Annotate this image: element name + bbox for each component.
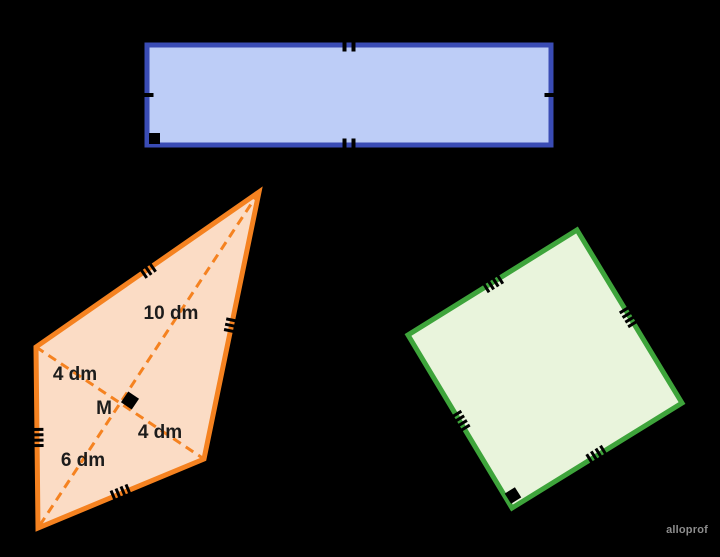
congruence-tick-mark: [124, 483, 133, 497]
congruence-tick-mark: [585, 453, 595, 467]
congruence-tick-mark: [225, 317, 240, 323]
kite-group: 10 dm 4 dm M 4 dm 6 dm: [30, 186, 263, 532]
congruence-tick-mark: [485, 277, 495, 291]
square-group: [404, 226, 686, 512]
congruence-tick-mark: [624, 314, 638, 324]
congruence-tick-mark: [223, 328, 238, 334]
right-angle-marker: [504, 487, 522, 504]
label-diagonal-segment-6dm: 6 dm: [61, 450, 105, 471]
congruence-tick-mark: [599, 444, 609, 458]
congruence-tick-mark: [449, 409, 463, 420]
label-point-m: M: [96, 398, 112, 419]
congruence-tick-mark: [627, 318, 641, 329]
congruence-tick-mark: [146, 260, 157, 273]
congruence-tick-mark: [224, 322, 239, 329]
congruence-tick-mark: [138, 266, 149, 279]
congruence-tick-mark: [594, 447, 604, 461]
label-half-diagonal-right-4dm: 4 dm: [138, 422, 182, 443]
label-half-diagonal-left-4dm: 4 dm: [53, 364, 97, 385]
blue-rectangle-shape: [144, 42, 554, 148]
congruence-tick-mark: [494, 271, 505, 285]
congruence-tick-mark: [621, 309, 635, 319]
congruence-tick-mark: [455, 419, 468, 429]
congruence-tick-mark: [590, 450, 600, 464]
congruence-tick-mark: [618, 304, 632, 315]
kite-diagonal: [36, 191, 261, 529]
congruence-tick-mark: [457, 423, 471, 434]
congruence-tick-mark: [142, 263, 153, 276]
congruence-tick-mark: [109, 490, 118, 504]
congruence-tick-mark: [452, 414, 465, 424]
kite-diagonal: [35, 345, 205, 461]
rectangle-group: [140, 38, 558, 152]
congruence-tick-mark: [480, 280, 491, 294]
right-angle-marker: [120, 391, 140, 410]
congruence-tick-mark: [114, 487, 123, 502]
right-angle-marker: [149, 133, 160, 144]
label-diagonal-segment-10dm: 10 dm: [144, 303, 199, 324]
green-square-shape: [404, 226, 686, 512]
congruence-tick-mark: [119, 485, 128, 500]
congruence-tick-mark: [490, 274, 500, 288]
watermark-logo: alloprof: [666, 524, 708, 536]
